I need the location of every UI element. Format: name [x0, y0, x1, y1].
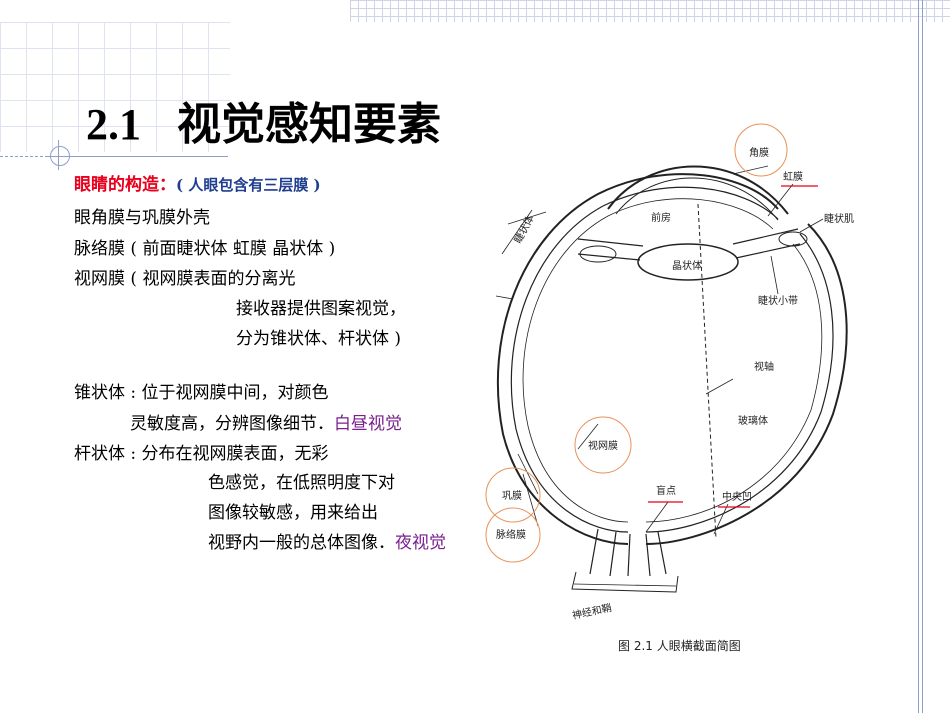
cone-line-2-text: 灵敏度高，分辨图像细节． — [130, 414, 334, 434]
cone-line-2: 灵敏度高，分辨图像细节．白昼视觉 — [130, 409, 402, 434]
sclera-outer-shape — [496, 173, 848, 545]
label-sclera: 巩膜 — [502, 490, 522, 502]
optic-nerve-bracket — [571, 571, 679, 593]
left-grid-decoration — [0, 22, 230, 152]
label-anterior-chamber: 前房 — [651, 211, 671, 224]
lens-shape — [637, 243, 739, 281]
eye-cross-section-diagram: 角膜 虹膜 睫状肌 前房 晶状体 睫状体 睫状小带 视轴 玻璃体 视网膜 巩膜 … — [485, 123, 854, 653]
cone-tag: 白昼视觉 — [334, 414, 402, 434]
label-zonule: 睫状小带 — [758, 294, 798, 307]
highlight-circle-sclera — [485, 467, 541, 523]
layer-line-2: 脉络膜 ( 前面睫状体 虹膜 晶状体 ) — [74, 239, 336, 259]
layer-line-3: 视网膜 ( 视网膜表面的分离光 — [74, 269, 296, 289]
right-rule-line — [918, 0, 919, 713]
ciliary-bracket — [495, 209, 547, 300]
rod-line-4-text: 视野内一般的总体图像． — [208, 533, 395, 553]
layer-line-4: 接收器提供图案视觉， — [236, 299, 406, 319]
label-blind-spot: 盲点 — [656, 484, 676, 497]
rod-line-4: 视野内一般的总体图像．夜视觉 — [208, 528, 446, 553]
label-visual-axis: 视轴 — [754, 360, 774, 373]
ciliary-body-left — [579, 245, 617, 263]
title-rule-dashed — [0, 156, 48, 157]
label-retina: 视网膜 — [588, 439, 618, 452]
title-number: 2.1 — [86, 100, 141, 149]
title-rule — [48, 156, 228, 157]
rod-line-2: 色感觉，在低照明度下对 — [208, 473, 395, 493]
diagram-caption: 图 2.1 人眼横截面简图 — [618, 639, 741, 653]
label-lens: 晶状体 — [672, 259, 702, 272]
label-vitreous: 玻璃体 — [738, 414, 768, 427]
leader-lines — [517, 165, 824, 535]
choroid-shape — [510, 186, 834, 533]
cone-line-1: 锥状体 : 位于视网膜中间，对颜色 — [74, 383, 329, 403]
label-ciliary-muscle: 睫状肌 — [824, 212, 854, 225]
iris-right-shape — [732, 228, 801, 259]
optic-nerve-shape — [589, 528, 667, 577]
right-rule-line-2 — [922, 0, 923, 713]
layer-line-5: 分为锥状体、杆状体 ) — [236, 329, 402, 349]
heading-blue: ( 人眼包含有三层膜 ) — [176, 176, 321, 194]
slide-title: 2.1 视觉感知要素 — [86, 88, 441, 152]
iris-left-shape — [577, 238, 644, 261]
structure-heading: 眼睛的构造：( 人眼包含有三层膜 ) — [74, 170, 321, 195]
highlight-circle-retina — [574, 416, 632, 474]
label-choroid: 脉络膜 — [496, 528, 526, 541]
layer-line-1: 眼角膜与巩膜外壳 — [74, 208, 210, 228]
highlight-circle-cornea — [734, 123, 788, 177]
rod-line-1: 杆状体 : 分布在视网膜表面，无彩 — [74, 444, 329, 464]
rule-marker-circle — [50, 146, 70, 166]
ciliary-body-right — [778, 231, 808, 247]
label-optic-nerve: 神经和鞘 — [571, 601, 613, 622]
heading-red: 眼睛的构造： — [74, 175, 176, 195]
rod-line-3: 图像较敏感，用来给出 — [208, 503, 378, 523]
top-grid-decoration — [350, 0, 950, 22]
label-cornea: 角膜 — [749, 147, 769, 159]
label-ciliary-body: 睫状体 — [511, 213, 537, 246]
highlight-circle-choroid — [485, 507, 541, 563]
visual-axis-line — [697, 203, 717, 540]
title-text: 视觉感知要素 — [177, 100, 441, 149]
retina-shape — [522, 198, 823, 523]
label-iris: 虹膜 — [783, 171, 803, 183]
rod-tag: 夜视觉 — [395, 533, 446, 553]
cornea-inner-shape — [615, 177, 779, 221]
cornea-shape — [607, 165, 789, 215]
label-fovea: 中央凹 — [722, 490, 752, 503]
